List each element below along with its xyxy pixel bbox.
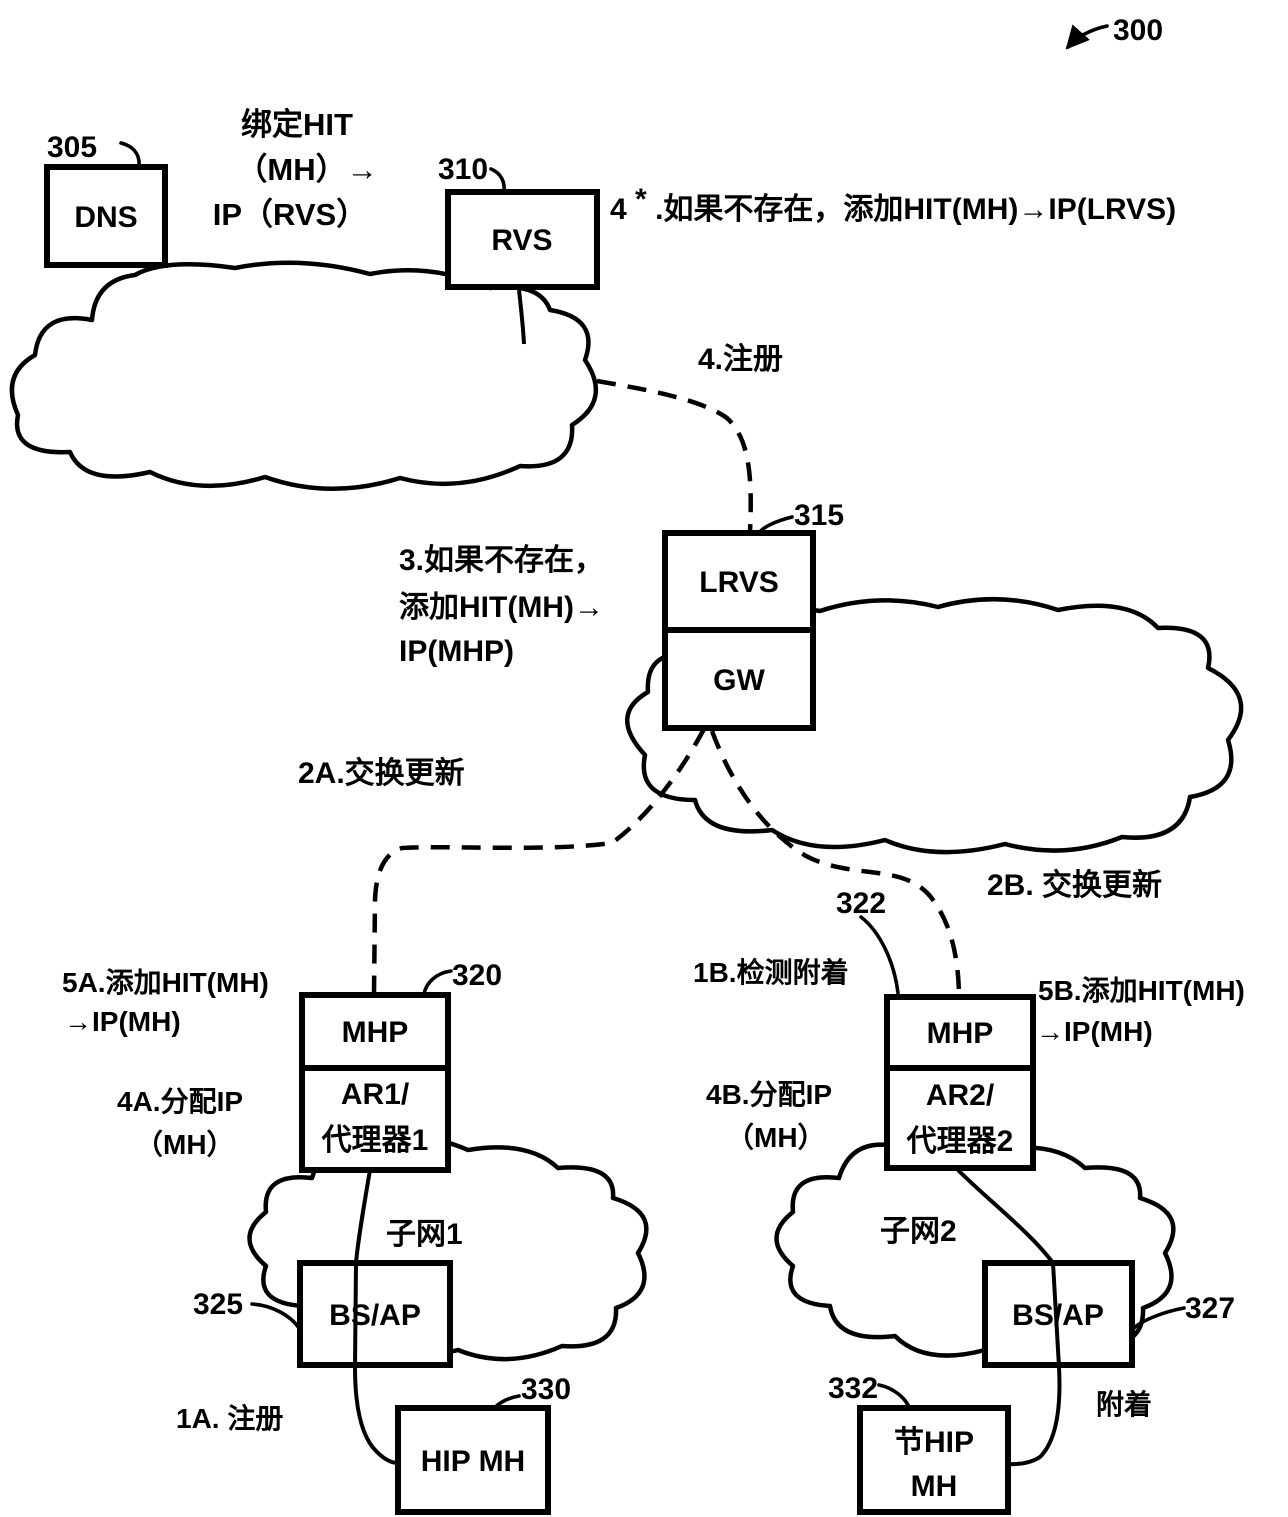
ref-322-leader [859, 915, 900, 995]
step-1b-annotation: 1B.检测附着 [693, 956, 849, 988]
ref-320-numeral: 320 [452, 959, 502, 992]
ar2-cell-label-line1: AR2/ [926, 1079, 995, 1112]
ref-315-numeral: 315 [794, 499, 844, 532]
mhp1-ar1-box [299, 992, 451, 1173]
ref-310-leader [489, 167, 506, 193]
ar2-cell-label-line2: 代理器2 [906, 1125, 1014, 1158]
bsap2-box-label: BS/AP [1012, 1299, 1104, 1332]
step-5b-annotation-line1: 5B.添加HIT(MH) [1038, 975, 1245, 1006]
ref-327-numeral: 327 [1185, 1292, 1235, 1325]
bind-hit-annotation-line2: （MH）→ [236, 152, 377, 187]
lrvs-cell-label: LRVS [699, 566, 778, 599]
step-5b-annotation-line2: →IP(MH) [1036, 1016, 1153, 1047]
ref-330-leader [492, 1394, 521, 1411]
ref-320-leader [422, 969, 453, 996]
mhp2-cell-label: MHP [927, 1017, 994, 1050]
ref-325-numeral: 325 [193, 1288, 243, 1321]
mhp2-ar2-box [884, 994, 1036, 1171]
rvs-box-label: RVS [491, 224, 552, 257]
step-4-register-annotation: 4.注册 [698, 343, 783, 376]
step-4a-annotation-line1: 4A.分配IP [117, 1086, 243, 1117]
rvs-box [445, 189, 600, 290]
hipmh2-box-label-line1: 节HIP [894, 1426, 974, 1459]
hipmh1-box-label: HIP MH [421, 1445, 525, 1478]
hipmh2-box-label-line2: MH [911, 1470, 958, 1503]
dns-box-label: DNS [74, 201, 137, 234]
ref-300-numeral: 300 [1113, 14, 1163, 47]
hipmh2-box [857, 1405, 1011, 1515]
bind-hit-annotation-line3: IP（RVS） [213, 197, 367, 232]
ref-310-numeral: 310 [438, 153, 488, 186]
attach-annotation: 附着 [1096, 1388, 1152, 1420]
ref-305-numeral: 305 [47, 131, 97, 164]
ref-305-leader [119, 141, 141, 169]
step-4b-annotation-line2: （MH） [726, 1121, 826, 1153]
step-5a-annotation-line1: 5A.添加HIT(MH) [62, 967, 269, 998]
ref-332-leader [877, 1383, 911, 1409]
rvs-cloud-stub-line [517, 289, 526, 345]
step-3-annotation-line2: 添加HIT(MH)→ [399, 591, 604, 624]
step-3-annotation-line1: 3.如果不存在， [399, 544, 604, 577]
dns-box [44, 164, 168, 268]
step-4star-annotation: 4 * .如果不存在，添加HIT(MH)→IP(LRVS) [610, 183, 1176, 226]
step-2a-annotation: 2A.交换更新 [298, 756, 465, 790]
subnet2-label: 子网2 [880, 1215, 957, 1248]
ar1-cell-label-line2: 代理器1 [321, 1124, 429, 1157]
ref-327-leader [1132, 1306, 1186, 1330]
ref-325-leader [250, 1302, 301, 1330]
gw-cell-label: GW [713, 664, 765, 697]
hipmh1-box [395, 1405, 551, 1515]
ref-315-leader [757, 515, 794, 535]
mhp1-bsap1-hipmh1-line [352, 1169, 399, 1465]
ref-332-numeral: 332 [828, 1372, 878, 1405]
registration-4-dashed-path [596, 378, 753, 532]
bsap1-box-label: BS/AP [329, 1299, 421, 1332]
step-3-annotation-line3: IP(MHP) [399, 635, 514, 668]
ref-330-numeral: 330 [521, 1373, 571, 1406]
step-4a-annotation-line2: （MH） [135, 1128, 235, 1160]
step-4star-num: 4 [610, 193, 627, 226]
step-4star-rest: .如果不存在，添加HIT(MH)→IP(LRVS) [655, 193, 1176, 226]
bsap1-box [297, 1260, 453, 1368]
ar1-cell-label-line1: AR1/ [341, 1078, 410, 1111]
exchange-2a-dashed-path [371, 727, 706, 994]
subnet1-label: 子网1 [386, 1218, 463, 1251]
step-4b-annotation-line1: 4B.分配IP [706, 1079, 832, 1110]
ref-300-arrow [1065, 24, 1109, 50]
mhp1-cell-label: MHP [342, 1016, 409, 1049]
step-1a-annotation: 1A. 注册 [176, 1402, 283, 1434]
ref-322-numeral: 322 [836, 887, 886, 920]
step-2b-annotation: 2B. 交换更新 [987, 868, 1162, 902]
exchange-2b-dashed-path [709, 730, 962, 994]
step-4star-superscript: * [635, 183, 647, 216]
step-5a-annotation-line2: →IP(MH) [64, 1006, 181, 1037]
ar2-bsap2-hipmh2-line [956, 1168, 1062, 1467]
internet-cloud [9, 260, 599, 491]
bind-hit-annotation-line1: 绑定HIT [241, 107, 353, 142]
